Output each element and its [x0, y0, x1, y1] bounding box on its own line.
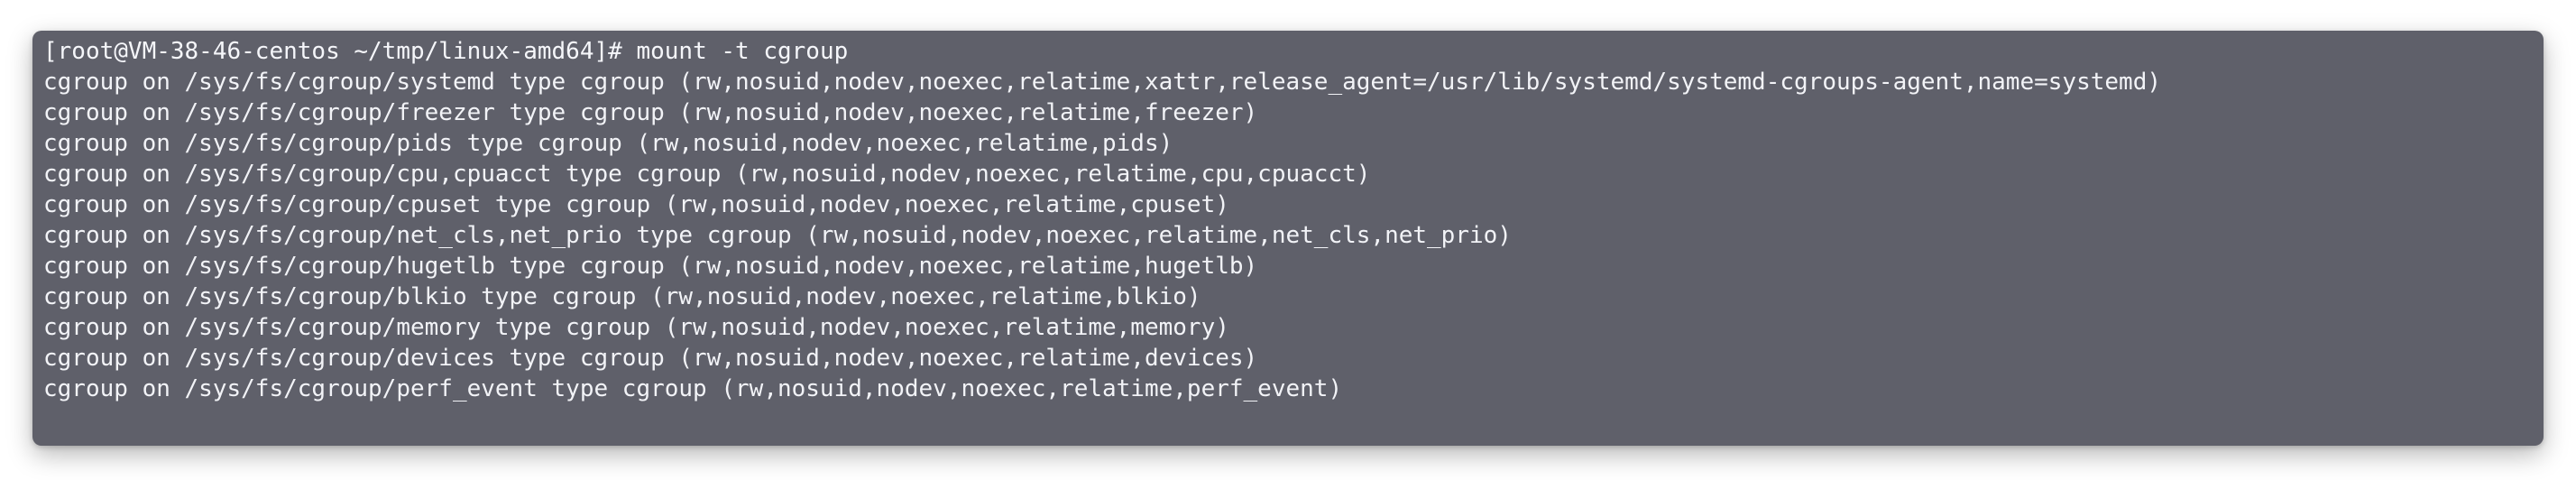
terminal-output-line: cgroup on /sys/fs/cgroup/cpu,cpuacct typ…	[43, 161, 1371, 188]
terminal-output-line: cgroup on /sys/fs/cgroup/perf_event type…	[43, 375, 1343, 402]
shell-command: mount -t cgroup	[636, 38, 849, 65]
shell-prompt: [root@VM-38-46-centos ~/tmp/linux-amd64]…	[43, 38, 637, 65]
terminal-output-line: cgroup on /sys/fs/cgroup/hugetlb type cg…	[43, 253, 1258, 280]
terminal-output-line: cgroup on /sys/fs/cgroup/net_cls,net_pri…	[43, 222, 1512, 249]
text-cursor	[848, 42, 850, 63]
terminal-output-line: cgroup on /sys/fs/cgroup/pids type cgrou…	[43, 130, 1173, 157]
terminal-output-line: cgroup on /sys/fs/cgroup/blkio type cgro…	[43, 283, 1201, 310]
terminal-output-line: cgroup on /sys/fs/cgroup/cpuset type cgr…	[43, 191, 1229, 218]
terminal-command-line: [root@VM-38-46-centos ~/tmp/linux-amd64]…	[43, 36, 2544, 67]
terminal-output-line: cgroup on /sys/fs/cgroup/systemd type cg…	[43, 69, 2161, 96]
terminal-output-line: cgroup on /sys/fs/cgroup/devices type cg…	[43, 345, 1258, 372]
terminal-output-line: cgroup on /sys/fs/cgroup/freezer type cg…	[43, 99, 1258, 126]
terminal-output[interactable]: [root@VM-38-46-centos ~/tmp/linux-amd64]…	[32, 36, 2544, 446]
terminal-output-line: cgroup on /sys/fs/cgroup/memory type cgr…	[43, 314, 1229, 341]
terminal-window[interactable]: [root@VM-38-46-centos ~/tmp/linux-amd64]…	[32, 31, 2544, 446]
